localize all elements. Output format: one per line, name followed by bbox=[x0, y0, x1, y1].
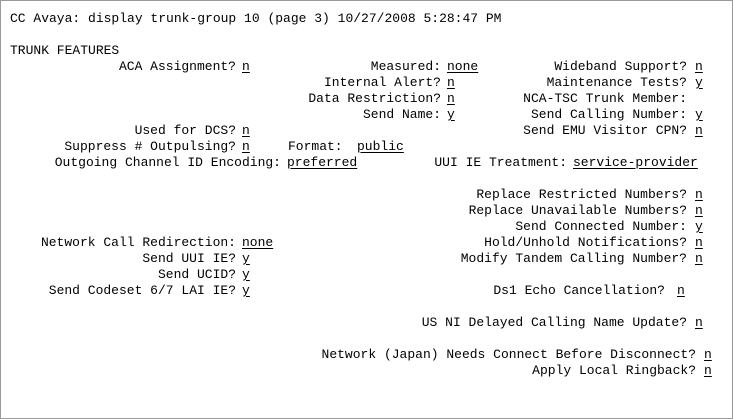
replace-restricted-value[interactable]: n bbox=[695, 187, 703, 202]
dsl-echo-value[interactable]: n bbox=[677, 283, 685, 298]
internal-alert-label: Internal Alert? bbox=[323, 75, 441, 90]
outgoing-channel-id-value[interactable]: preferred bbox=[287, 155, 358, 170]
replace-unavailable-value[interactable]: n bbox=[695, 203, 703, 218]
send-ucid-label: Send UCID? bbox=[157, 267, 236, 282]
network-call-redirection-label: Network Call Redirection: bbox=[40, 235, 236, 250]
data-restriction-label: Data Restriction? bbox=[308, 91, 441, 106]
nca-tsc-trunk-member-label: NCA-TSC Trunk Member: bbox=[523, 91, 687, 106]
send-name-label: Send Name: bbox=[362, 107, 441, 122]
data-restriction-value[interactable]: n bbox=[447, 91, 455, 106]
send-connected-number-label: Send Connected Number: bbox=[515, 219, 687, 234]
wideband-support-label: Wideband Support? bbox=[554, 59, 687, 74]
send-ucid-value[interactable]: y bbox=[242, 267, 250, 282]
send-codeset-value[interactable]: y bbox=[242, 283, 250, 298]
network-japan-value[interactable]: n bbox=[704, 347, 712, 362]
replace-restricted-label: Replace Restricted Numbers? bbox=[476, 187, 687, 202]
modify-tandem-label: Modify Tandem Calling Number? bbox=[460, 251, 687, 266]
us-ni-delayed-value[interactable]: n bbox=[695, 315, 703, 330]
section-title: TRUNK FEATURES bbox=[10, 43, 120, 58]
uui-ie-treatment-value[interactable]: service-provider bbox=[573, 155, 698, 170]
suppress-outpulsing-value[interactable]: n bbox=[242, 139, 250, 154]
format-label: Format: bbox=[288, 139, 343, 154]
modify-tandem-value[interactable]: n bbox=[695, 251, 703, 266]
maintenance-tests-label: Maintenance Tests? bbox=[546, 75, 687, 90]
wideband-support-value[interactable]: n bbox=[695, 59, 703, 74]
aca-assignment-label: ACA Assignment? bbox=[118, 59, 236, 74]
aca-assignment-value[interactable]: n bbox=[242, 59, 250, 74]
uui-ie-treatment-label: UUI IE Treatment: bbox=[434, 155, 567, 170]
apply-local-ringback-label: Apply Local Ringback? bbox=[532, 363, 696, 378]
send-codeset-label: Send Codeset 6/7 LAI IE? bbox=[48, 283, 236, 298]
measured-value[interactable]: none bbox=[447, 59, 479, 74]
replace-unavailable-label: Replace Unavailable Numbers? bbox=[468, 203, 687, 218]
send-uui-ie-value[interactable]: y bbox=[242, 251, 250, 266]
maintenance-tests-value[interactable]: y bbox=[695, 75, 703, 90]
hold-unhold-label: Hold/Unhold Notifications? bbox=[484, 235, 687, 250]
outgoing-channel-id-label: Outgoing Channel ID Encoding: bbox=[54, 155, 281, 170]
send-uui-ie-label: Send UUI IE? bbox=[142, 251, 236, 266]
screen-title: CC Avaya: display trunk-group 10 (page 3… bbox=[10, 11, 502, 26]
dsl-echo-label: Ds1 Echo Cancellation? bbox=[493, 283, 665, 298]
measured-label: Measured: bbox=[370, 59, 441, 74]
send-name-value[interactable]: y bbox=[447, 107, 455, 122]
us-ni-delayed-label: US NI Delayed Calling Name Update? bbox=[421, 315, 687, 330]
send-calling-number-label: Send Calling Number: bbox=[530, 107, 687, 122]
network-call-redirection-value[interactable]: none bbox=[242, 235, 274, 250]
used-for-dcs-label: Used for DCS? bbox=[134, 123, 236, 138]
send-connected-number-value[interactable]: y bbox=[695, 219, 703, 234]
suppress-outpulsing-label: Suppress # Outpulsing? bbox=[64, 139, 236, 154]
internal-alert-value[interactable]: n bbox=[447, 75, 455, 90]
hold-unhold-value[interactable]: n bbox=[695, 235, 703, 250]
send-emu-visitor-cpn-label: Send EMU Visitor CPN? bbox=[523, 123, 687, 138]
used-for-dcs-value[interactable]: n bbox=[242, 123, 250, 138]
network-japan-label: Network (Japan) Needs Connect Before Dis… bbox=[321, 347, 696, 362]
format-value[interactable]: public bbox=[357, 139, 404, 154]
send-calling-number-value[interactable]: y bbox=[695, 107, 703, 122]
send-emu-visitor-cpn-value[interactable]: n bbox=[695, 123, 703, 138]
apply-local-ringback-value[interactable]: n bbox=[704, 363, 712, 378]
